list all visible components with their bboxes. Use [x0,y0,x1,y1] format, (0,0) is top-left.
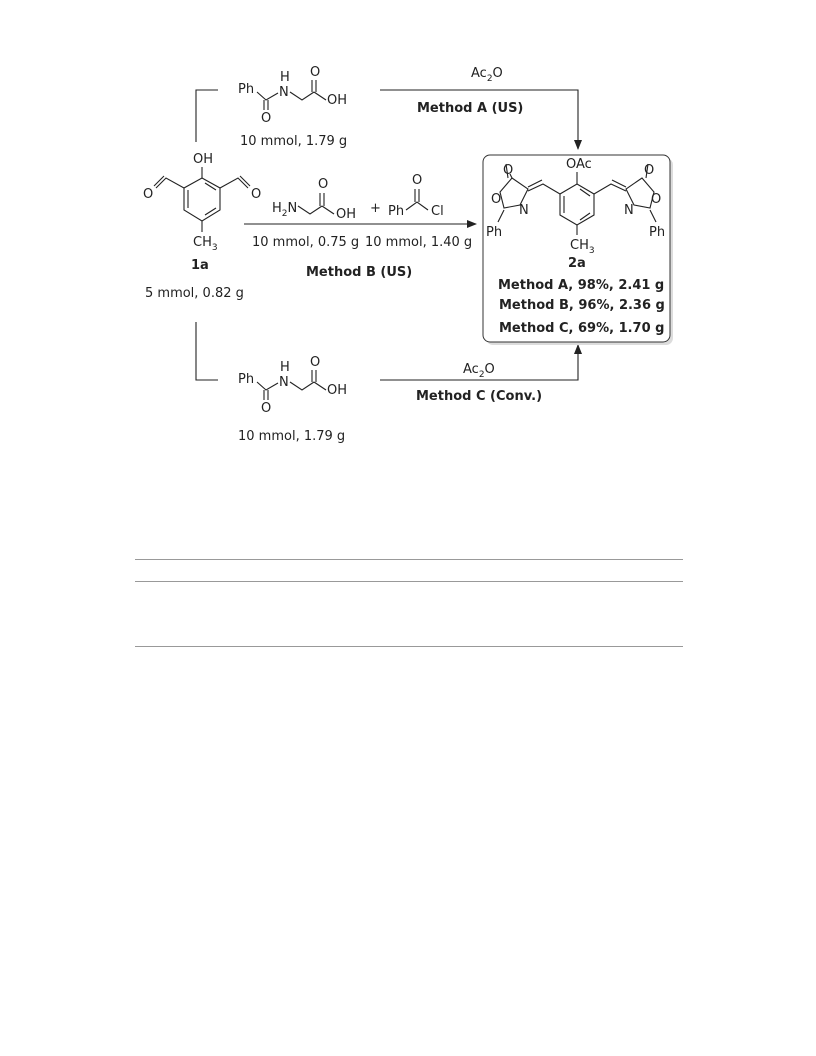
right-ring-n: N [624,203,634,218]
hippuric-acid-bottom: Ph O N H O OH 10 mmol, 1.79 g [238,355,347,444]
hydroxyl-label: OH [327,93,347,108]
method-c-label: Method C (Conv.) [416,389,542,404]
aldehyde-o-left: O [143,187,153,202]
right-ring-o: O [651,192,661,207]
methyl-label: CH3 [193,235,218,253]
yield-method-a: Method A, 98%, 2.41 g [498,278,664,293]
glycine: H2N O OH [272,177,356,222]
nh-hydrogen-label: H [280,360,290,375]
method-b-amount-bzcl: 10 mmol, 1.40 g [365,235,472,250]
method-c-arrow: Ac2O Method C (Conv.) [380,344,582,404]
product-box [482,154,673,345]
hydroxyl-label: OH [327,383,347,398]
acetoxy-label: OAc [566,157,592,172]
h2n-label: H2N [272,201,297,219]
ac2o-label-c: Ac2O [463,362,495,380]
left-ring-n: N [519,203,529,218]
product-2a-structure: OAc CH3 O O N Ph O O N Ph [486,157,665,256]
acid-o-label: O [310,65,320,80]
ac2o-label-a: Ac2O [471,66,503,84]
method-a-amount: 10 mmol, 1.79 g [240,134,347,149]
left-carbonyl-o: O [503,163,513,178]
aldehyde-o-right: O [251,187,261,202]
bzcl-phenyl-label: Ph [388,204,404,219]
table-bottom-rule [135,646,683,647]
bzcl-cl-label: Cl [431,204,444,219]
method-c-amount: 10 mmol, 1.79 g [238,429,345,444]
method-b-arrow: 10 mmol, 0.75 g 10 mmol, 1.40 g Method B… [244,220,477,280]
plus-sign: + [370,201,381,216]
table-header-rule [135,581,683,582]
right-carbonyl-o: O [644,163,654,178]
glycine-o-label: O [318,177,328,192]
right-phenyl-label: Ph [649,225,665,240]
phenol-oh-label: OH [193,152,213,167]
acid-o-label: O [310,355,320,370]
product-methyl-label: CH3 [570,238,595,256]
nitrogen-label: N [279,375,289,390]
product-info: 2a Method A, 98%, 2.41 g Method B, 96%, … [498,256,665,336]
method-a-label: Method A (US) [417,101,523,116]
starting-aldehyde-1a: OH O O CH3 1a 5 mmol, 0.82 g [143,152,261,301]
left-phenyl-label: Ph [486,225,502,240]
left-ring-o: O [491,192,501,207]
phenyl-label: Ph [238,372,254,387]
compound-1a-id: 1a [191,258,209,273]
phenyl-label: Ph [238,82,254,97]
yield-method-c: Method C, 69%, 1.70 g [499,321,664,336]
method-b-label: Method B (US) [306,265,412,280]
carbonyl-o-label: O [261,401,271,416]
nh-hydrogen-label: H [280,70,290,85]
nitrogen-label: N [279,85,289,100]
compound-1a-amount: 5 mmol, 0.82 g [145,286,244,301]
benzoyl-chloride: Ph O Cl [388,173,444,219]
method-a-arrow: Ac2O Method A (US) [380,66,582,150]
branch-connectors [195,89,218,381]
carbonyl-o-label: O [261,111,271,126]
hippuric-acid-top: Ph O N H O OH 10 mmol, 1.79 g [238,65,347,149]
compound-2a-id: 2a [568,256,586,271]
method-b-amount-glycine: 10 mmol, 0.75 g [252,235,359,250]
table-top-rule [135,559,683,560]
glycine-oh-label: OH [336,207,356,222]
yield-method-b: Method B, 96%, 2.36 g [499,298,665,313]
bzcl-o-label: O [412,173,422,188]
